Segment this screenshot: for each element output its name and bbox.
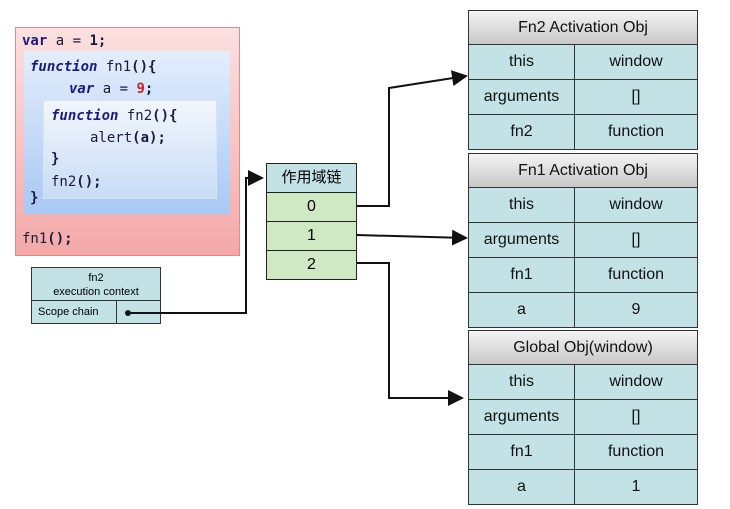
execution-context-box: fn2 execution context Scope chain bbox=[31, 267, 161, 324]
scope-chain-title: 作用域链 bbox=[267, 164, 356, 193]
arrow-context-to-scope-chain bbox=[128, 170, 264, 314]
code-line: fn1(); bbox=[22, 231, 73, 247]
scope-chain-item: 1 bbox=[267, 222, 356, 251]
scope-chain-item: 2 bbox=[267, 251, 356, 279]
context-title: fn2 bbox=[88, 272, 104, 284]
arrow-2-to-global bbox=[357, 262, 464, 406]
scope-chain-list: 作用域链 0 1 2 bbox=[266, 163, 357, 280]
table-row: arguments[] bbox=[469, 223, 697, 258]
scope-chain-item: 0 bbox=[267, 193, 356, 222]
code-line: function fn2(){ bbox=[51, 108, 178, 124]
fn2-code-block bbox=[43, 100, 217, 199]
table-title: Fn2 Activation Obj bbox=[469, 11, 697, 45]
code-line: function fn1(){ bbox=[30, 59, 157, 75]
code-line: } bbox=[30, 190, 39, 206]
table-row: arguments[] bbox=[469, 80, 697, 115]
code-line: } bbox=[51, 151, 60, 167]
code-line: var a = 9; bbox=[69, 81, 154, 97]
scope-chain-label: Scope chain bbox=[32, 301, 117, 323]
code-line: alert(a); bbox=[90, 130, 166, 146]
table-row: arguments[] bbox=[469, 400, 697, 435]
code-line: var a = 1; bbox=[22, 33, 107, 49]
table-title: Global Obj(window) bbox=[469, 331, 697, 365]
code-line: fn2(); bbox=[51, 174, 102, 190]
context-subtitle: execution context bbox=[53, 286, 139, 298]
arrow-1-to-fn1 bbox=[356, 229, 468, 246]
arrow-0-to-fn2 bbox=[357, 70, 468, 207]
table-title: Fn1 Activation Obj bbox=[469, 154, 697, 188]
